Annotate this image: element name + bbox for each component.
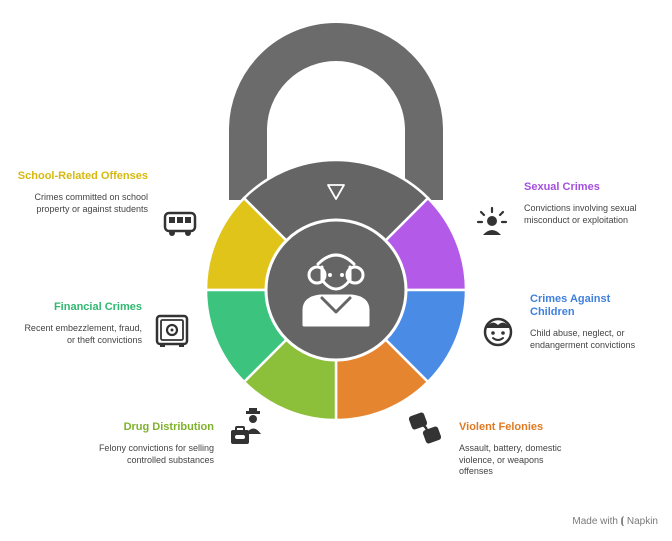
napkin-watermark: Made with ⦗ Napkin bbox=[572, 516, 658, 527]
segment-title: Crimes Against Children bbox=[530, 293, 611, 318]
drug-dealer-icon bbox=[231, 408, 261, 444]
lock-shackle bbox=[229, 23, 443, 200]
segment-description: Felony convictions for selling controlle… bbox=[98, 443, 214, 465]
person-alert-icon bbox=[476, 206, 508, 235]
segment-title: School-Related Offenses bbox=[17, 170, 148, 182]
segment-title: Violent Felonies bbox=[459, 421, 544, 433]
segment-description: Recent embezzlement, fraud, or theft con… bbox=[24, 323, 142, 345]
judge-icon-eye-right bbox=[340, 273, 344, 277]
footer-label: Made with bbox=[572, 516, 618, 527]
napkin-logo-icon: ⦗ bbox=[620, 516, 625, 527]
label-sexual-crimes: Sexual Crimes Convictions involving sexu… bbox=[524, 181, 644, 226]
child-face-icon bbox=[483, 317, 513, 347]
school-bus-icon bbox=[163, 211, 197, 236]
segment-description: Assault, battery, domestic violence, or … bbox=[459, 443, 562, 476]
segments-ring bbox=[204, 196, 468, 422]
label-school-related: School-Related Offenses Crimes committed… bbox=[8, 170, 148, 215]
judge-icon-eye-left bbox=[328, 273, 332, 277]
handcuffs-icon bbox=[408, 412, 442, 444]
triangle-down-icon bbox=[327, 184, 345, 200]
segment-description: Child abuse, neglect, or endangerment co… bbox=[530, 328, 636, 350]
label-financial-crimes: Financial Crimes Recent embezzlement, fr… bbox=[22, 301, 142, 346]
segment-title: Financial Crimes bbox=[53, 301, 142, 313]
label-crimes-against-children: Crimes Against Children Child abuse, neg… bbox=[530, 293, 650, 351]
segment-description: Crimes committed on school property or a… bbox=[34, 192, 148, 214]
label-violent-felonies: Violent Felonies Assault, battery, domes… bbox=[459, 421, 579, 478]
judge-icon bbox=[302, 253, 370, 327]
segment-title: Drug Distribution bbox=[123, 421, 214, 433]
footer-brand: Napkin bbox=[626, 516, 658, 527]
segment-title: Sexual Crimes bbox=[524, 181, 600, 193]
safe-icon bbox=[155, 314, 189, 347]
segment-description: Convictions involving sexual misconduct … bbox=[524, 203, 637, 225]
label-drug-distribution: Drug Distribution Felony convictions for… bbox=[84, 421, 214, 466]
